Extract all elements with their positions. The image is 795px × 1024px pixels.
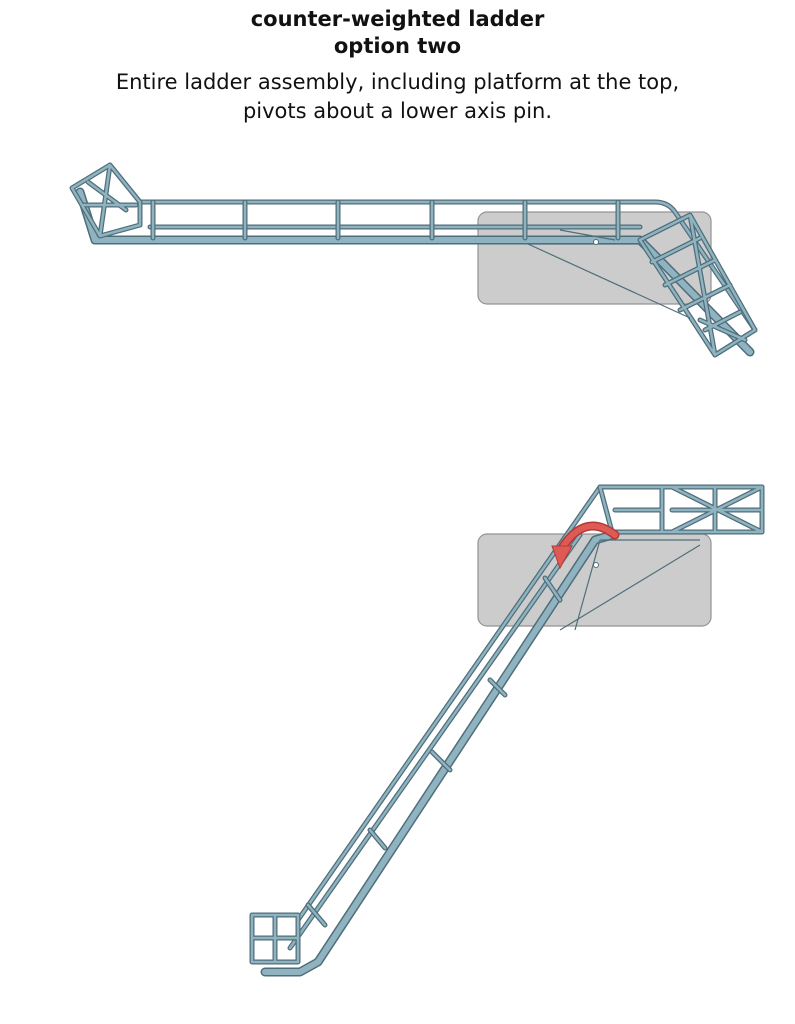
main-beam-rotated (260, 530, 617, 977)
posts-horizontal (150, 199, 621, 241)
bottom-cage-rotated (249, 912, 301, 965)
platform-rotated (597, 484, 765, 535)
description-line-2: pivots about a lower axis pin. (242, 99, 553, 123)
curved-arrow-icon (551, 521, 620, 570)
ladder-horizontal-view (69, 162, 758, 358)
diagram-title: counter-weighted ladder (250, 7, 545, 31)
axis-pin-rotated (593, 562, 599, 568)
posts-rotated (305, 575, 563, 928)
pivot-box-bottom (477, 533, 712, 627)
diagram-subtitle: option two (333, 34, 462, 58)
platform-horizontal (637, 212, 758, 358)
support-struts-horizontal (527, 229, 691, 319)
axis-pin-horizontal (593, 239, 599, 245)
handrail-horizontal (137, 199, 758, 333)
support-struts-rotated (559, 539, 701, 631)
description-line-1: Entire ladder assembly, including platfo… (115, 70, 680, 94)
ladder-rotated-view (249, 484, 765, 977)
left-cage-horizontal (69, 162, 143, 239)
